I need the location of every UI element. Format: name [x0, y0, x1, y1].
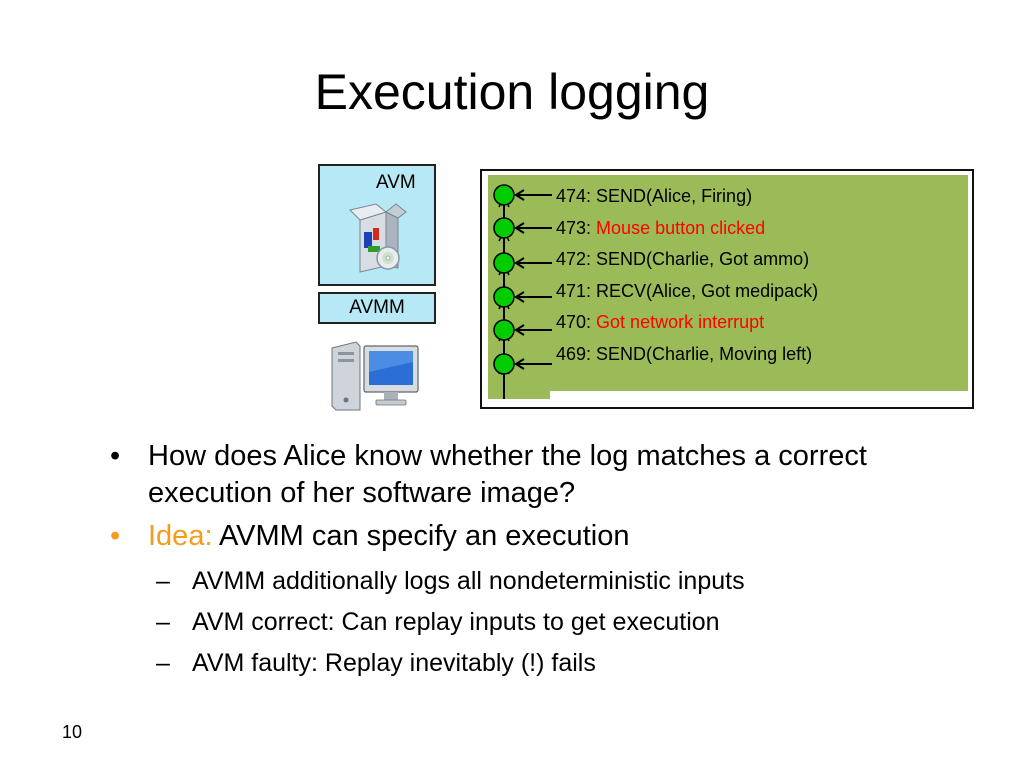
bullet-lead: Idea: — [148, 520, 213, 552]
log-background-notch — [488, 391, 550, 399]
sub-bullet-item: – AVMM additionally logs all nondetermin… — [156, 567, 745, 595]
log-entry: 474: SEND(Alice, Firing) — [556, 186, 753, 206]
bullet-list: • How does Alice know whether the log ma… — [110, 438, 990, 684]
log-entries: 474: SEND(Alice, Firing) 473: Mouse butt… — [556, 181, 818, 370]
log-entry: 472: SEND(Charlie, Got ammo) — [556, 249, 810, 269]
bullet-item: • Idea: AVMM can specify an execution — [110, 518, 990, 555]
log-entry: 470: Got network interrupt — [556, 312, 765, 332]
log-entry: 471: RECV(Alice, Got medipack) — [556, 280, 819, 301]
page-number: 10 — [62, 722, 83, 742]
bullet-item: • How does Alice know whether the log ma… — [110, 438, 990, 512]
sub-bullet-item: – AVM faulty: Replay inevitably (!) fail… — [156, 649, 596, 677]
log-chain-graphic — [493, 184, 552, 399]
bullet-text: AVMM can specify an execution — [212, 520, 630, 552]
desktop-computer-icon — [331, 341, 419, 411]
sub-bullet-list: – AVMM additionally logs all nondetermin… — [110, 561, 990, 684]
avm-label: AVM — [376, 172, 416, 193]
log-background — [488, 175, 968, 391]
avm-box: AVM — [318, 164, 436, 286]
bullet-marker: • — [110, 520, 121, 552]
slide-title: Execution logging — [314, 64, 710, 120]
bullet-text: How does Alice know whether the log matc… — [148, 440, 867, 509]
software-package-icon — [349, 203, 407, 273]
log-entry: 473: Mouse button clicked — [556, 217, 766, 238]
avmm-box: AVMM — [318, 292, 436, 324]
execution-log-panel: 474: SEND(Alice, Firing) 473: Mouse butt… — [480, 169, 974, 409]
sub-bullet-item: – AVM correct: Can replay inputs to get … — [156, 608, 720, 636]
log-entry: 469: SEND(Charlie, Moving left) — [556, 343, 813, 364]
bullet-marker: • — [110, 440, 121, 472]
